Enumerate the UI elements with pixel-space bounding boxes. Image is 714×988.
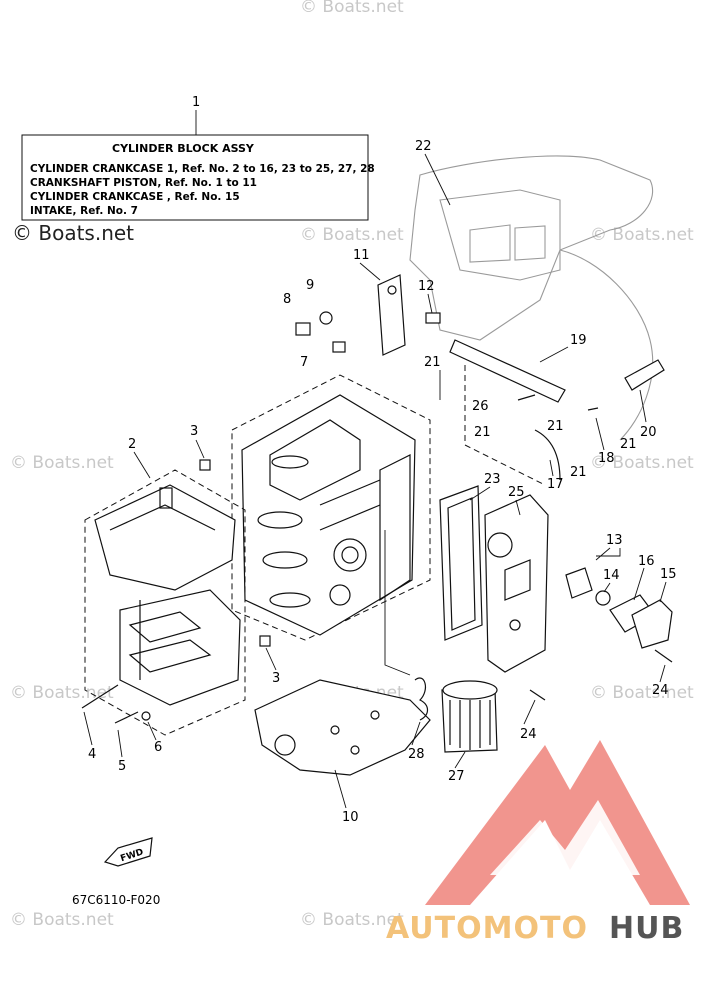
info-line: CYLINDER CRANKCASE 1, Ref. No. 2 to 16, …: [30, 163, 375, 175]
watermark: © Boats.net: [590, 225, 694, 245]
callout-24: 24: [652, 683, 669, 698]
info-box: CYLINDER BLOCK ASSY CYLINDER CRANKCASE 1…: [21, 110, 375, 221]
reference-lines: [384, 365, 546, 676]
base-gasket: [254, 679, 431, 776]
callout-4: 4: [88, 747, 96, 762]
thermostat-group: [565, 567, 673, 663]
callout-9: 9: [306, 278, 314, 293]
callout-25: 25: [508, 485, 525, 500]
brand-name-part2: HUB: [609, 911, 684, 946]
callout-21: 21: [547, 419, 564, 434]
callout-21: 21: [620, 437, 637, 452]
callout-26: 26: [472, 399, 489, 414]
callout-8: 8: [283, 292, 291, 307]
callout-14: 14: [603, 568, 620, 583]
callout-7: 7: [300, 355, 308, 370]
callout-20: 20: [640, 425, 657, 440]
callout-12: 12: [418, 279, 435, 294]
callout-17: 17: [547, 477, 564, 492]
watermark: © Boats.net: [10, 683, 114, 703]
callout-16: 16: [638, 554, 655, 569]
brand-name-part1: AUTOMOTO: [386, 911, 588, 946]
callout-13: 13: [606, 533, 623, 548]
leader-lines: [83, 153, 667, 809]
crankcase: [84, 469, 246, 736]
callout-19: 19: [570, 333, 587, 348]
watermark: © Boats.net: [10, 910, 114, 930]
cylinder-block: [231, 374, 431, 641]
callout-24: 24: [520, 727, 537, 742]
exhaust-cover: [439, 485, 549, 673]
lifting-bracket: [377, 274, 406, 356]
watermark-main: © Boats.net: [12, 221, 134, 245]
watermark: © Boats.net: [300, 0, 404, 17]
callout-22: 22: [415, 139, 432, 154]
ghost-powerhead-outline: [409, 155, 654, 441]
watermark: © Boats.net: [300, 910, 404, 930]
callout-2: 2: [128, 437, 136, 452]
callout-1: 1: [192, 95, 200, 110]
fwd-arrow: FWD: [103, 837, 153, 867]
info-line: CYLINDER CRANKCASE , Ref. No. 15: [30, 191, 240, 203]
callout-23: 23: [484, 472, 501, 487]
oil-filter: [414, 677, 498, 753]
callout-21: 21: [424, 355, 441, 370]
callout-6: 6: [154, 740, 162, 755]
info-line: CRANKSHAFT PISTON, Ref. No. 1 to 11: [30, 177, 257, 189]
info-box-title: CYLINDER BLOCK ASSY: [112, 142, 255, 155]
callout-18: 18: [598, 451, 615, 466]
automotohub-logo: AUTOMOTO HUB: [386, 740, 690, 946]
callout-3: 3: [190, 424, 198, 439]
watermark: © Boats.net: [590, 683, 694, 703]
callout-numbers: 1 2 3 3 4 5 6 7 8 9 10 11 12 13 14 15 16…: [88, 95, 677, 825]
callout-28: 28: [408, 747, 425, 762]
callout-3: 3: [272, 671, 280, 686]
callout-11: 11: [353, 248, 370, 263]
diagram-code: 67C6110-F020: [72, 893, 160, 907]
callout-27: 27: [448, 769, 465, 784]
small-fasteners: [81, 311, 599, 724]
hoses: [449, 339, 665, 481]
callout-21: 21: [570, 465, 587, 480]
watermark: © Boats.net: [10, 453, 114, 473]
watermark: © Boats.net: [300, 225, 404, 245]
callout-15: 15: [660, 567, 677, 582]
callout-21: 21: [474, 425, 491, 440]
callout-10: 10: [342, 810, 359, 825]
watermark: © Boats.net: [590, 453, 694, 473]
callout-5: 5: [118, 759, 126, 774]
info-line: INTAKE, Ref. No. 7: [30, 205, 138, 217]
